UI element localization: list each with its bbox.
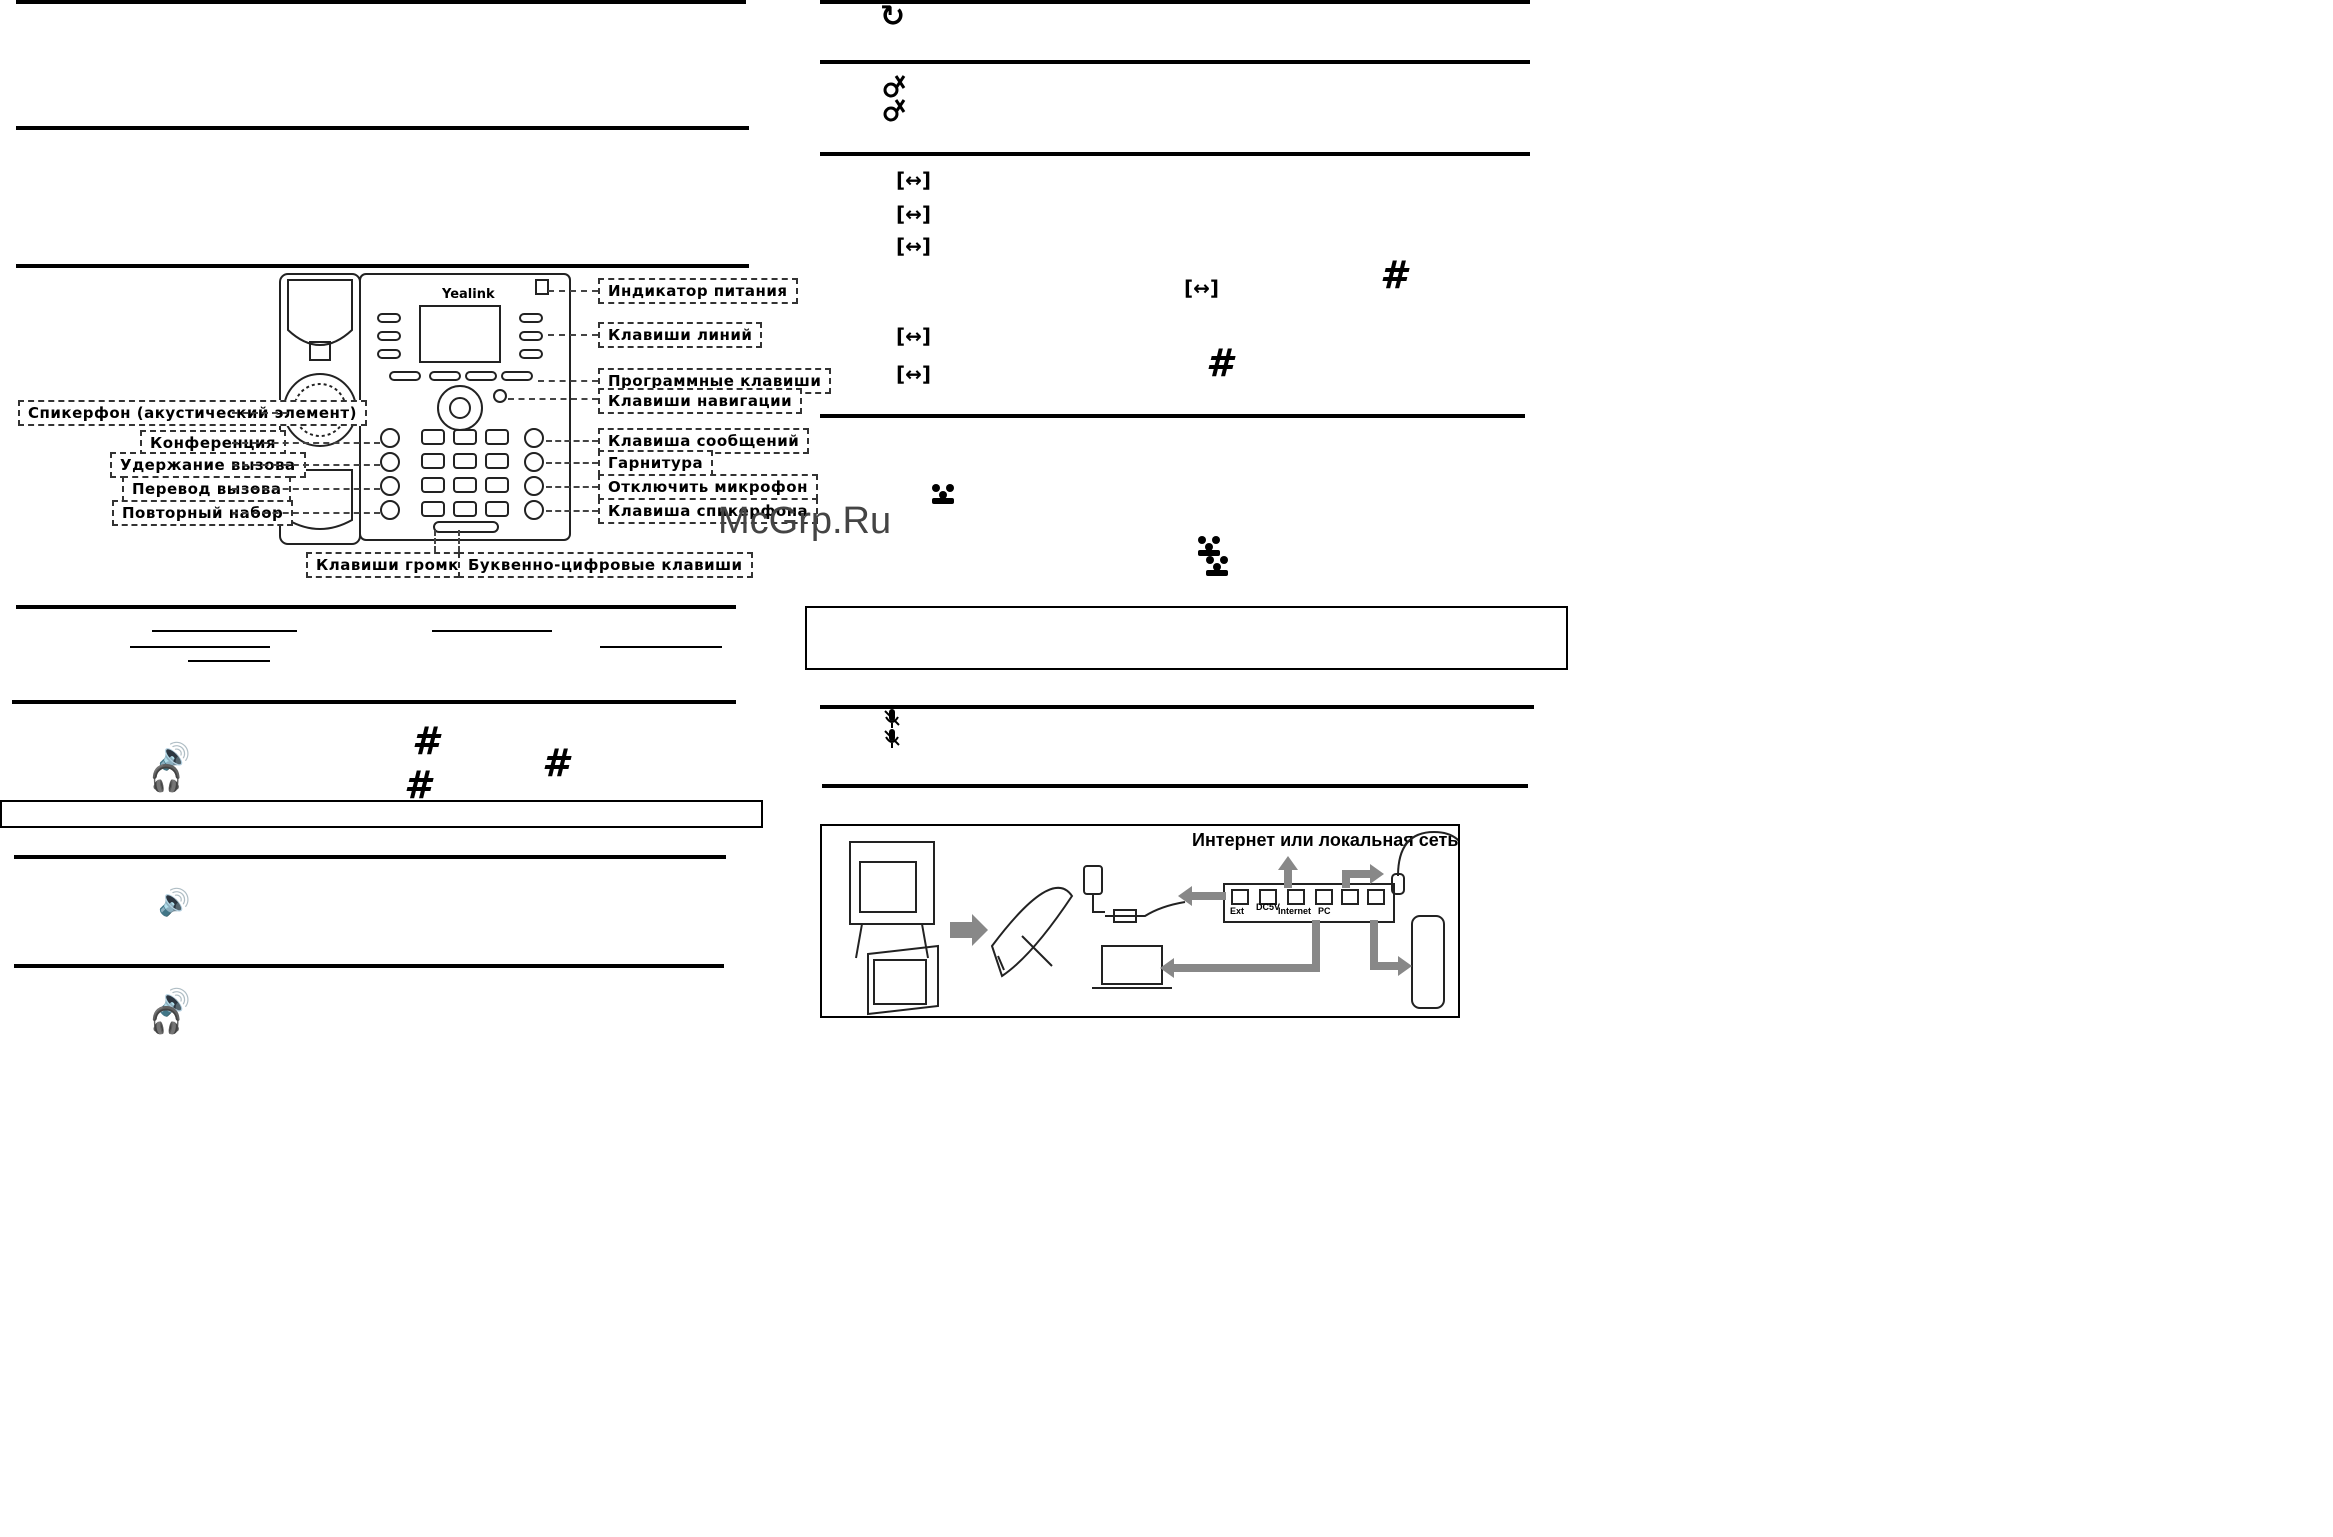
port-label-ext: Ext [1230,906,1245,916]
conference-icon [932,484,954,504]
label-message-key: Клавиша сообщений [598,428,810,454]
section-rule [16,126,749,130]
leader-line [538,380,598,382]
section-rule [822,784,1528,788]
conference-icon [1206,556,1228,576]
hash-icon: # [1206,341,1233,385]
headset-icon: 🎧 [150,764,183,794]
label-alphanumeric-keys: Буквенно-цифровые клавиши [458,552,753,578]
section-rule [820,705,1534,709]
underline [188,660,270,662]
label-power-indicator: Индикатор питания [598,278,798,304]
label-transfer: Перевод вызова [122,476,292,502]
leader-line [546,510,598,512]
section-rule [820,152,1530,156]
mute-icon [884,709,900,728]
hash-icon: # [542,741,569,785]
underline [130,646,270,648]
leader-line [546,440,598,442]
underline [600,646,722,648]
transfer-icon: [↔] [896,168,932,192]
leader-line [508,398,598,400]
section-rule [16,0,746,4]
leader-line [546,486,598,488]
note-box [805,606,1568,670]
leader-line [232,442,380,444]
leader-line [434,530,436,552]
label-speakerphone-key: Клавиша спикерфона [598,498,819,524]
label-mute: Отключить микрофон [598,474,818,500]
section-rule [16,264,749,268]
hash-icon: # [1380,253,1407,297]
speaker-icon: 🔊 [158,742,191,772]
leader-line [232,412,288,414]
section-rule [16,605,736,609]
transfer-icon: [↔] [896,234,932,258]
section-rule [12,700,736,704]
connection-diagram-frame [820,824,1460,1018]
section-rule [820,0,1530,4]
note-box [0,800,763,828]
port-label-internet: Internet [1278,906,1312,916]
leader-line [546,462,598,464]
phone-brand: Yealink [441,287,495,302]
leader-line [232,464,380,466]
section-rule [820,60,1530,64]
mute-icon [884,729,900,748]
transfer-icon: [↔] [1184,276,1220,300]
leader-line [548,334,598,336]
underline [432,630,552,632]
conference-icon [1198,536,1220,556]
hash-icon: # [412,719,439,763]
redial-icon: ↻ [880,0,906,34]
transfer-icon: [↔] [896,362,932,386]
port-label-pc: PC [1318,906,1331,916]
headset-icon: 🎧 [150,1006,183,1036]
label-headset: Гарнитура [598,450,714,476]
watermark: McGrp.Ru [718,500,892,542]
leader-line [458,530,460,552]
leader-line [232,512,380,514]
underline [152,630,297,632]
label-navigation-keys: Клавиши навигации [598,388,803,414]
hash-icon: # [404,763,431,807]
label-line-keys: Клавиши линий [598,322,763,348]
connection-diagram [849,830,1458,1016]
transfer-icon: [↔] [896,202,932,226]
section-rule [14,964,724,968]
hold-icon [883,75,906,98]
leader-line [548,290,598,292]
transfer-icon: [↔] [896,324,932,348]
label-speakerphone-element: Спикерфон (акустический элемент) [18,400,367,426]
section-rule [14,855,726,859]
speaker-icon: 🔊 [158,888,191,918]
speaker-icon: 🔊 [158,988,191,1018]
section-rule [820,414,1525,418]
leader-line [232,488,380,490]
connection-diagram-title: Интернет или локальная сеть [1192,830,1459,850]
hold-icon [883,99,906,122]
port-label-dc5v: DC5V [1256,902,1281,912]
